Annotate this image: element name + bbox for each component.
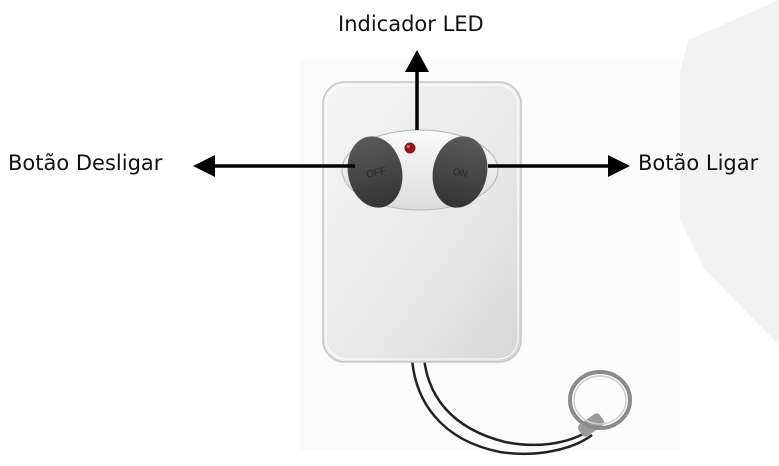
background-shape — [668, 0, 779, 345]
cord-second-strand — [422, 357, 591, 447]
cord — [410, 357, 593, 456]
led-indicator — [404, 142, 416, 154]
off-key-label: OFF — [365, 166, 387, 181]
key-ring-highlight — [573, 375, 627, 425]
led-highlight — [406, 144, 411, 149]
on-key[interactable] — [426, 131, 494, 213]
remote-body — [322, 81, 522, 363]
key-ring — [568, 370, 632, 430]
off-button-label: Botão Desligar — [8, 151, 163, 175]
on-key-label: ON — [452, 167, 469, 181]
on-button-label: Botão Ligar — [638, 151, 759, 175]
remote-body-edge — [325, 84, 519, 360]
led-indicator-label: Indicador LED — [338, 12, 484, 36]
off-key[interactable] — [341, 131, 409, 213]
off-arrow-head — [193, 155, 215, 177]
led-arrow-head — [405, 50, 429, 72]
on-arrow-head — [608, 155, 630, 177]
